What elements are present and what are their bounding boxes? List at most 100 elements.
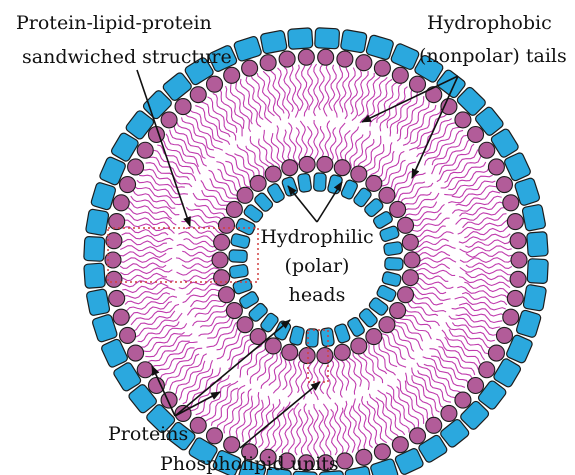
outer-phospholipid-head (337, 453, 353, 469)
outer-phospholipid-head (455, 392, 471, 408)
outer-tail (358, 73, 374, 116)
outer-tail (142, 332, 184, 351)
inner-phospholipid-head (237, 317, 253, 333)
sandwich-label-line1: Protein-lipid-protein (16, 12, 212, 34)
outer-tail (236, 396, 252, 440)
inner-phospholipid-head (334, 344, 350, 360)
outer-protein (340, 29, 367, 53)
inner-tail (412, 245, 456, 252)
inner-phospholipid-head (299, 156, 315, 172)
inner-protein (385, 257, 404, 270)
outer-protein (84, 263, 106, 288)
inner-protein (289, 325, 305, 345)
outer-phospholipid-head (455, 112, 471, 128)
outer-protein (85, 209, 109, 236)
outer-tail (251, 75, 272, 123)
inner-tail (269, 350, 284, 385)
outer-phospholipid-head (190, 417, 206, 433)
outer-phospholipid-head (468, 377, 484, 393)
outer-tail (334, 403, 343, 455)
inner-phospholipid-head (218, 217, 234, 233)
outer-phospholipid-head (224, 437, 240, 453)
outer-phospholipid-head (242, 60, 258, 76)
outer-protein (90, 182, 116, 211)
outer-tail (207, 97, 235, 141)
inner-phospholipid-head (404, 252, 420, 268)
phospholipid-units-label: Phospholipid units (160, 453, 339, 475)
outer-protein (390, 43, 420, 71)
inner-phospholipid-head (250, 175, 266, 191)
outer-tail (362, 396, 379, 445)
inner-phospholipid-head (402, 234, 418, 250)
outer-phospholipid-head (109, 290, 125, 306)
outer-phospholipid-head (298, 49, 314, 65)
inner-phospholipid-head (226, 303, 242, 319)
outer-tail (290, 65, 299, 117)
outer-phospholipid-head (161, 392, 177, 408)
inner-tail (207, 317, 239, 338)
outer-tail (137, 180, 180, 198)
outer-phospholipid-head (496, 177, 512, 193)
inner-phospholipid-head (212, 252, 228, 268)
inner-phospholipid-head (390, 303, 406, 319)
outer-tail (308, 64, 313, 110)
inner-phospholipid-head (299, 348, 315, 364)
outer-tail (460, 267, 512, 274)
inner-phospholipid-head (237, 187, 253, 203)
outer-tail (314, 64, 319, 116)
outer-tail (138, 322, 180, 342)
outer-tail (190, 110, 223, 143)
outer-phospholipid-head (207, 428, 223, 444)
outer-tail (269, 70, 284, 114)
outer-tail (120, 268, 172, 275)
hydrophilic-label-line2: (polar) (285, 255, 350, 277)
outer-tail (319, 64, 324, 110)
outer-phospholipid-head (503, 309, 519, 325)
proteins-label: Proteins (108, 423, 188, 445)
outer-tail (220, 89, 242, 136)
inner-phospholipid-head (379, 317, 395, 333)
outer-tail (444, 175, 492, 195)
outer-phospholipid-head (356, 55, 372, 71)
outer-tail (409, 114, 447, 150)
outer-tail (323, 404, 330, 456)
outer-phospholipid-head (356, 449, 372, 465)
outer-tail (162, 139, 200, 174)
outer-protein (233, 36, 262, 62)
inner-phospholipid-head (351, 166, 367, 182)
outer-protein (370, 458, 399, 475)
hydrophobic-label-line2: (nonpolar) tails (419, 45, 567, 67)
outer-phospholipid-head (511, 252, 527, 268)
hydrophobic-label-line1: Hydrophobic (427, 12, 552, 34)
outer-tail (436, 339, 478, 370)
outer-protein (315, 28, 340, 49)
outer-phospholipid-head (260, 55, 276, 71)
phospholipid-pointer (240, 382, 320, 448)
outer-phospholipid-head (410, 428, 426, 444)
outer-phospholipid-head (318, 49, 334, 65)
outer-phospholipid-head (426, 87, 442, 103)
inner-phospholipid-head (282, 160, 298, 176)
outer-phospholipid-head (507, 290, 523, 306)
inner-tail (391, 173, 426, 200)
outer-tail (441, 162, 486, 188)
outer-phospholipid-head (175, 99, 191, 115)
outer-tail (314, 404, 319, 456)
outer-tail (417, 123, 456, 157)
outer-tail (120, 263, 166, 268)
inner-tail (394, 182, 425, 204)
inner-phospholipid-head (366, 329, 382, 345)
inner-tail (368, 142, 392, 179)
outer-phospholipid-head (113, 309, 129, 325)
inner-phospholipid-head (317, 348, 333, 364)
outer-phospholipid-head (190, 87, 206, 103)
outer-phospholipid-head (503, 195, 519, 211)
outer-tail (129, 302, 172, 319)
outer-protein (527, 232, 549, 257)
outer-tail (308, 410, 313, 456)
outer-tail (120, 252, 166, 257)
outer-protein (522, 204, 546, 231)
hydrophilic-label-line1: Hydrophilic (260, 226, 373, 248)
outer-phospholipid-head (374, 444, 390, 460)
